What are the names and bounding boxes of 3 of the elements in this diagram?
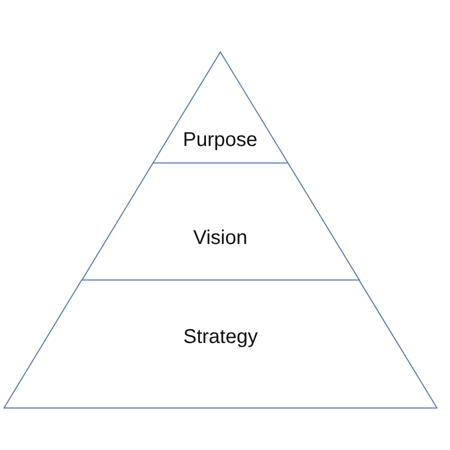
tier-label: Strategy [183,325,258,349]
tier-label: Purpose [182,128,258,152]
tier-label: Vision [193,226,248,250]
